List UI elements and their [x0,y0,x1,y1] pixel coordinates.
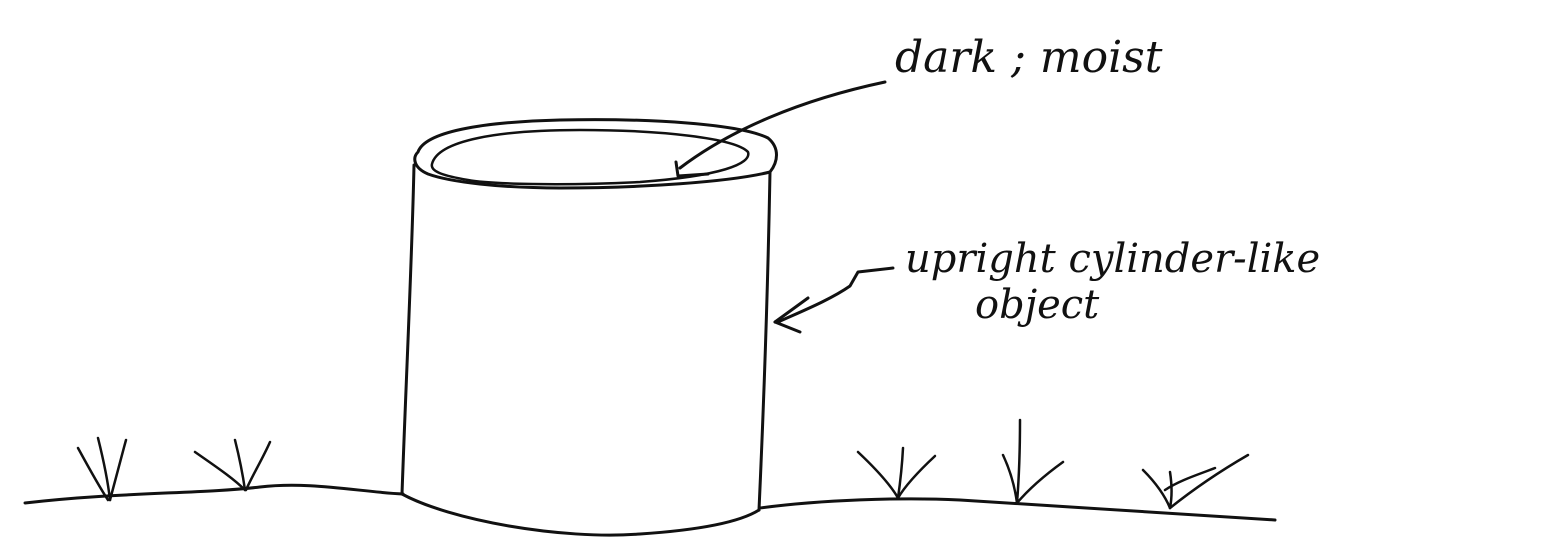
side-label-line1: upright cylinder-like [905,236,1320,282]
arrow-to-side [773,266,895,334]
side-label-line2: object [975,282,1100,328]
cylinder [400,118,778,537]
grass-tuft-5 [1141,453,1250,510]
arrow-to-top [674,80,887,178]
grass-tuft-3 [856,446,937,500]
grass-tuft-2 [193,438,272,492]
ground-line [23,483,1277,522]
top-label: dark ; moist [895,32,1163,83]
grass-tuft-4 [1001,418,1065,505]
grass-tuft-1 [76,436,128,502]
